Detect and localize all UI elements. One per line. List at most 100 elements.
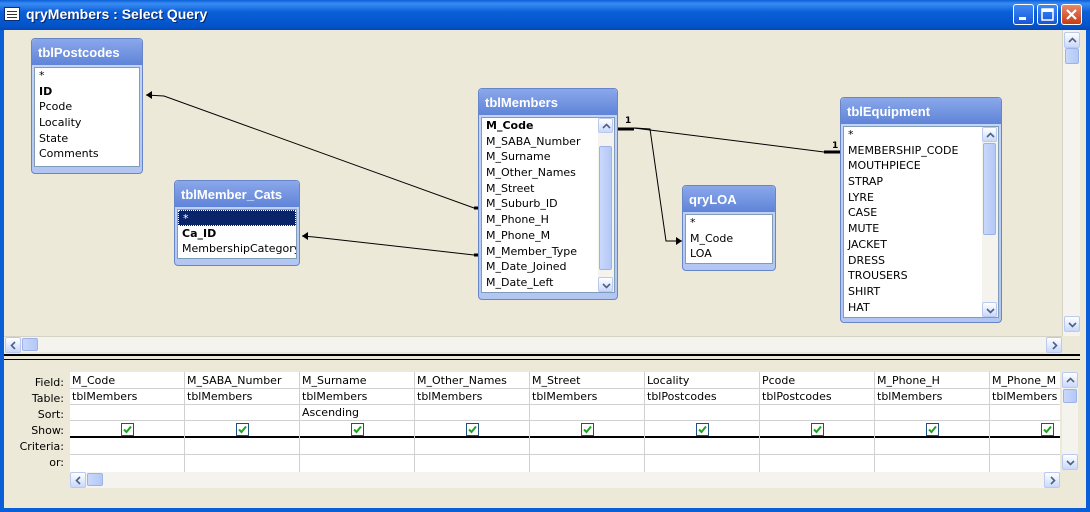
field-item[interactable]: LOA [690,247,712,261]
field-item[interactable]: Ca_ID [182,226,217,240]
grid-column[interactable]: M_Other_Names tblMembers [415,372,530,472]
field-list-title[interactable]: qryLOA [683,186,775,212]
query-window-icon[interactable] [4,7,20,21]
grid-sort-cell[interactable] [875,405,989,421]
field-item[interactable]: M_SABA_Number [486,134,581,148]
grid-or-cell[interactable] [760,455,874,471]
field-item[interactable]: M_Surname [486,150,551,164]
grid-sort-cell[interactable] [70,405,184,421]
scroll-right-button[interactable] [1046,337,1062,353]
grid-table-cell[interactable]: tblPostcodes [762,390,832,403]
table-pane-vertical-scrollbar[interactable] [1062,30,1080,336]
grid-or-cell[interactable] [530,455,644,471]
scroll-down-button[interactable] [598,277,613,292]
grid-criteria-cell[interactable] [185,439,299,455]
grid-field-cell[interactable]: M_Code [72,374,116,387]
grid-or-cell[interactable] [415,455,529,471]
grid-field-cell[interactable]: M_Surname [302,374,367,387]
grid-field-cell[interactable]: M_Other_Names [417,374,507,387]
scroll-up-button[interactable] [1062,372,1078,388]
scroll-down-button[interactable] [1064,316,1080,332]
grid-criteria-cell[interactable] [760,439,874,455]
grid-or-cell[interactable] [300,455,414,471]
grid-sort-cell[interactable] [415,405,529,421]
grid-horizontal-scrollbar[interactable] [70,472,1060,488]
field-item[interactable]: M_Code [486,119,534,132]
grid-field-cell[interactable]: Locality [647,374,690,387]
grid-field-cell[interactable]: Pcode [762,374,796,387]
grid-sort-cell[interactable]: Ascending [302,406,360,419]
field-list-tblEquipment[interactable]: tblEquipment * MEMBERSHIP_CODE MOUTHPIEC… [840,97,1002,323]
pane-splitter[interactable] [4,354,1080,360]
grid-table-cell[interactable]: tblMembers [992,390,1058,403]
grid-sort-cell[interactable] [185,405,299,421]
grid-criteria-cell[interactable] [645,439,759,455]
show-checkbox[interactable] [121,423,134,436]
field-item-selected[interactable]: * [178,210,296,226]
scroll-left-button[interactable] [5,337,21,353]
field-item[interactable]: State [39,131,69,145]
maximize-button[interactable] [1037,4,1058,25]
show-checkbox[interactable] [696,423,709,436]
grid-column[interactable]: M_Street tblMembers [530,372,645,472]
field-list-tblMember_Cats[interactable]: tblMember_Cats * Ca_ID MembershipCategor… [174,180,300,266]
field-item[interactable]: DRESS [848,253,886,267]
field-item[interactable]: M_Date_Left [486,275,554,289]
grid-criteria-cell[interactable] [300,439,414,455]
table-pane-horizontal-scrollbar[interactable] [4,336,1062,353]
grid-table-cell[interactable]: tblMembers [302,390,368,403]
grid-column[interactable]: Pcode tblPostcodes [760,372,875,472]
grid-field-cell[interactable]: M_SABA_Number [187,374,282,387]
grid-table-cell[interactable]: tblMembers [877,390,943,403]
scroll-left-button[interactable] [70,472,86,488]
show-checkbox[interactable] [351,423,364,436]
scroll-thumb[interactable] [599,146,612,270]
show-checkbox[interactable] [811,423,824,436]
scroll-thumb[interactable] [1063,389,1077,403]
field-item[interactable]: MUTE [848,222,880,236]
grid-field-cell[interactable]: M_Street [532,374,581,387]
field-item[interactable]: Pcode [39,100,73,114]
scroll-up-button[interactable] [598,118,613,133]
grid-field-cell[interactable]: M_Phone_H [877,374,940,387]
scroll-down-button[interactable] [1062,454,1078,470]
close-button[interactable] [1061,4,1082,25]
grid-table-cell[interactable]: tblPostcodes [647,390,717,403]
grid-criteria-cell[interactable] [530,439,644,455]
field-item[interactable]: M_Phone_H [486,213,549,227]
field-item[interactable]: MOUTHPIECE [848,159,921,173]
grid-or-cell[interactable] [185,455,299,471]
field-item[interactable]: MembershipCategory [182,242,297,256]
grid-sort-cell[interactable] [760,405,874,421]
field-item[interactable]: CASE [848,206,878,220]
field-item[interactable]: HAT [848,300,870,314]
field-list-title[interactable]: tblMember_Cats [175,181,299,207]
field-list-title[interactable]: tblPostcodes [32,39,142,65]
grid-field-cell[interactable]: M_Phone_M [992,374,1057,387]
title-bar[interactable]: qryMembers : Select Query [0,0,1090,30]
scroll-right-button[interactable] [1044,472,1060,488]
scroll-up-button[interactable] [982,127,997,142]
field-item[interactable]: LYRE [848,190,874,204]
field-list-tblMembers[interactable]: tblMembers M_Code M_SABA_Number M_Surnam… [478,88,618,300]
scroll-down-button[interactable] [982,302,997,317]
scroll-up-button[interactable] [1064,32,1080,48]
show-checkbox[interactable] [926,423,939,436]
grid-table-cell[interactable]: tblMembers [187,390,253,403]
table-pane[interactable]: 1 1 tblPostcodes * ID Pcode Locality Sta… [4,30,1062,336]
grid-criteria-cell[interactable] [875,439,989,455]
field-list-scrollbar[interactable] [982,127,998,317]
grid-table-cell[interactable]: tblMembers [417,390,483,403]
grid-criteria-cell[interactable] [990,439,1060,455]
grid-criteria-cell[interactable] [415,439,529,455]
field-item[interactable]: M_Street [486,181,535,195]
field-item[interactable]: M_Other_Names [486,166,576,180]
show-checkbox[interactable] [236,423,249,436]
field-list-title[interactable]: tblEquipment [841,98,1001,124]
grid-table-cell[interactable]: tblMembers [532,390,598,403]
show-checkbox[interactable] [466,423,479,436]
field-item[interactable]: * [39,69,45,82]
